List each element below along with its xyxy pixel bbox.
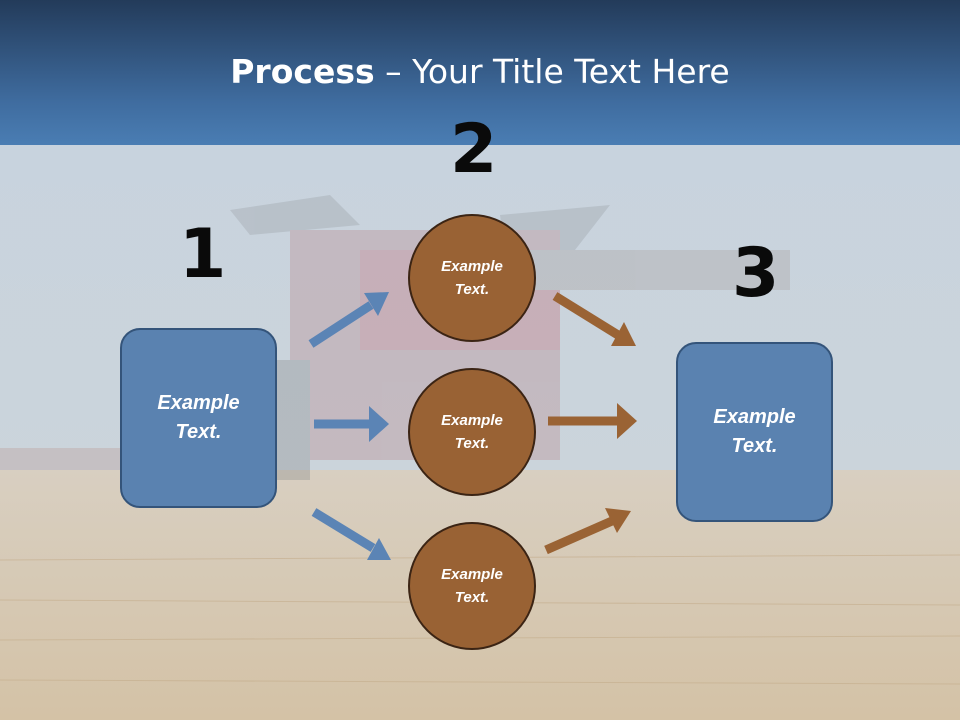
- step-number-3: 3: [732, 234, 780, 313]
- brown-arrow-right: [548, 403, 637, 439]
- circle-bottom-text: Example Text.: [417, 563, 527, 609]
- left-box-line2: Text.: [175, 421, 222, 443]
- circle-center-line2: Text.: [454, 435, 490, 452]
- brown-arrow-down: [552, 292, 636, 346]
- title-bar: [0, 0, 960, 145]
- blue-arrow-right: [314, 406, 389, 442]
- circle-center-text: Example Text.: [417, 409, 527, 455]
- right-box-line1: Example: [713, 406, 796, 428]
- right-step-box[interactable]: Example Text.: [676, 342, 833, 522]
- circle-top-text: Example Text.: [417, 255, 527, 301]
- slide-title: Process – Your Title Text Here: [0, 52, 960, 91]
- step-number-2: 2: [450, 110, 498, 189]
- circle-center-line1: Example: [441, 412, 503, 429]
- right-box-text: Example Text.: [700, 403, 810, 461]
- right-box-line2: Text.: [731, 435, 778, 457]
- blue-arrow-down: [311, 508, 391, 560]
- left-box-line1: Example: [157, 392, 240, 414]
- circle-top-line2: Text.: [454, 281, 490, 298]
- circle-bottom-line2: Text.: [454, 589, 490, 606]
- left-box-text: Example Text.: [144, 389, 254, 447]
- circle-top-line1: Example: [441, 258, 503, 275]
- middle-circle-center[interactable]: Example Text.: [408, 368, 536, 496]
- blue-arrow-up: [308, 292, 389, 348]
- step-number-1: 1: [179, 215, 227, 294]
- title-bold: Process: [230, 52, 375, 91]
- brown-arrow-up: [544, 508, 631, 555]
- middle-circle-top[interactable]: Example Text.: [408, 214, 536, 342]
- middle-circle-bottom[interactable]: Example Text.: [408, 522, 536, 650]
- left-step-box[interactable]: Example Text.: [120, 328, 277, 508]
- title-rest: – Your Title Text Here: [374, 52, 730, 91]
- circle-bottom-line1: Example: [441, 566, 503, 583]
